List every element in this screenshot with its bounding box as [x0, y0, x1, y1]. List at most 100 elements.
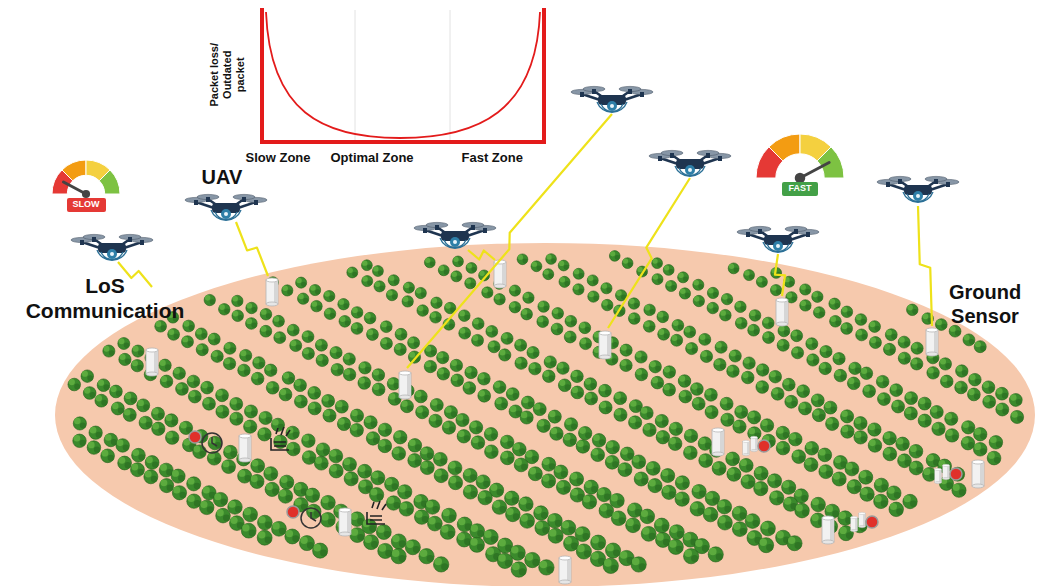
tree-shade [847, 328, 852, 333]
tree [331, 363, 343, 375]
tree-shade [565, 384, 571, 390]
tree-highlight [338, 418, 344, 424]
tree [620, 447, 634, 461]
tree-shade [230, 347, 236, 353]
tree-shade [548, 273, 553, 278]
tree-shade [423, 310, 428, 315]
tree-shade [535, 473, 541, 479]
tree-highlight [434, 453, 441, 460]
tree [520, 411, 533, 424]
tree-shade [669, 389, 675, 395]
tree [442, 421, 455, 434]
tree-highlight [430, 312, 436, 318]
tree [420, 447, 434, 461]
tree-highlight [430, 415, 436, 421]
tree-highlight [418, 306, 424, 312]
tree-highlight [330, 450, 337, 457]
tree-shade [662, 420, 668, 426]
tree-highlight [763, 318, 769, 324]
tree-shade [505, 354, 511, 360]
tree [573, 268, 584, 279]
tree-shade [271, 473, 277, 479]
tree-highlight [216, 390, 222, 396]
tree-highlight [727, 453, 734, 460]
tree [438, 265, 449, 276]
tree [546, 254, 557, 265]
tree-highlight [886, 330, 892, 336]
tree-shade [166, 380, 172, 386]
tree [559, 276, 570, 287]
tree [799, 402, 812, 415]
tree [643, 423, 656, 436]
tree-shade [690, 331, 695, 336]
tree-highlight [757, 382, 763, 388]
tree [800, 300, 811, 311]
tree-shade [746, 464, 752, 470]
tree-shade [314, 392, 320, 398]
tree-shade [264, 433, 270, 439]
tree [554, 465, 568, 479]
tree-shade [668, 474, 674, 480]
tree-shade [458, 261, 463, 266]
tree-highlight [409, 352, 415, 358]
tree-shade [735, 355, 741, 361]
tree-shade [577, 391, 583, 397]
tree-highlight [295, 380, 301, 386]
tree-highlight [478, 373, 484, 379]
tree-highlight [381, 322, 387, 328]
tree-shade [620, 397, 626, 403]
tree [712, 461, 726, 475]
tree [528, 467, 542, 481]
tree-shade [585, 432, 591, 438]
tree-highlight [933, 423, 940, 430]
tree-highlight [96, 395, 102, 401]
tree-shade [536, 265, 541, 270]
tree-shade [465, 332, 470, 337]
tree-shade [202, 349, 208, 355]
tree-highlight [588, 292, 594, 298]
tree-highlight [962, 422, 969, 429]
tree-highlight [172, 470, 179, 477]
tree [679, 390, 692, 403]
tree-highlight [805, 459, 812, 466]
tree-highlight [421, 448, 428, 455]
tree-shade [238, 315, 243, 320]
tree-highlight [990, 436, 997, 443]
tree [211, 350, 223, 362]
tree-shade [365, 367, 371, 373]
tree-highlight [652, 377, 658, 383]
tree-highlight [834, 353, 840, 359]
tree-highlight [884, 432, 891, 439]
tree [956, 365, 968, 377]
tree [727, 467, 741, 481]
tree-highlight [180, 422, 187, 429]
tree-highlight [664, 384, 670, 390]
tree-shade [365, 470, 371, 476]
tree-shade [690, 452, 696, 458]
tree-shade [657, 262, 662, 267]
tree-shade [143, 404, 149, 410]
tree [923, 467, 937, 481]
tree-highlight [800, 285, 805, 290]
tree-shade [125, 359, 131, 365]
tree-shade [342, 406, 348, 412]
tree [282, 285, 293, 296]
tree-shade [712, 411, 718, 417]
tree [778, 325, 790, 337]
tree-highlight [570, 473, 577, 480]
tree-shade [912, 309, 917, 314]
tree-shade [676, 428, 682, 434]
tree-shade [301, 282, 306, 287]
tree [216, 405, 229, 418]
tree [812, 291, 823, 302]
tree-highlight [579, 427, 586, 434]
tree [854, 431, 867, 444]
tree [777, 339, 789, 351]
tree-highlight [464, 382, 470, 388]
tree-highlight [877, 376, 883, 382]
tree [548, 410, 561, 423]
tree-highlight [453, 257, 458, 262]
tree-shade [437, 302, 442, 307]
tree-highlight [783, 379, 789, 385]
